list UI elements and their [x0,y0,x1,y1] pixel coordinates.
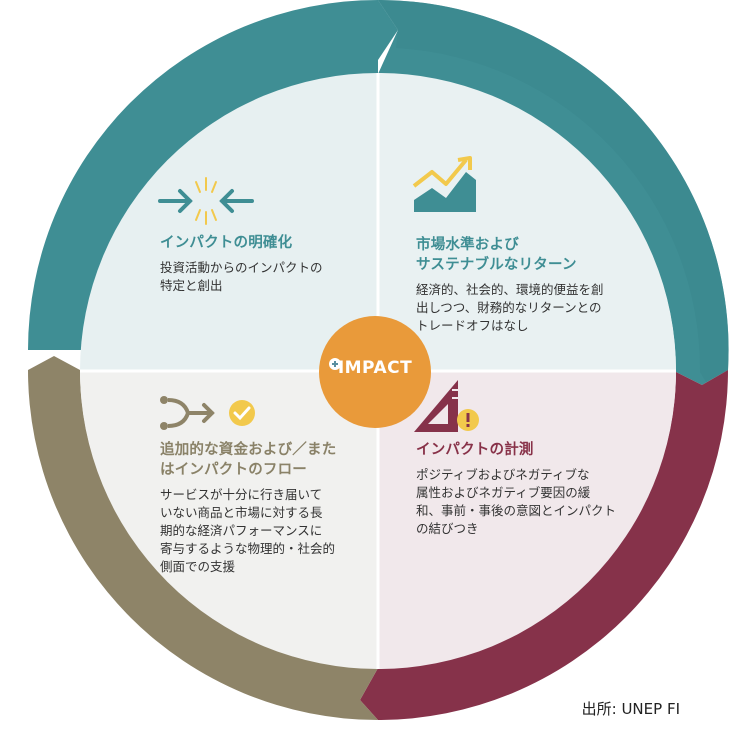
title-line: サステナブルなリターン [416,257,577,273]
center-label: IMPACT [337,358,413,378]
desc-line: ポジティブおよびネガティブな [416,467,590,482]
quadrant-description: 経済的、社会的、環境的便益を創 出しつつ、財務的なリターンとの トレードオフはな… [416,281,636,335]
quadrant-description: 投資活動からのインパクトの 特定と創出 [160,259,360,295]
ring-segment-bottom-right [360,370,728,720]
desc-line: 寄与するような物理的・社会的 [160,541,336,556]
desc-line: 出しつつ、財務的なリターンとの [416,300,602,315]
ring-segment-top-left [28,0,398,375]
converging-arrows-icon [158,177,254,225]
title-line: はインパクトのフロー [160,462,307,478]
quadrant-title: インパクトの計測 [416,442,534,458]
ring-segment-top-right-shade [378,0,729,382]
desc-line: の結びつき [416,521,479,536]
source-credit: 出所: UNEP FI [581,700,680,718]
quadrant-title: 追加的な資金および／また はインパクトのフロー [160,440,365,480]
quadrant-bg-bottom-left [80,371,378,669]
quadrant-bottom-left: 追加的な資金および／また はインパクトのフロー サービスが十分に行き届いて いな… [160,440,365,576]
ruler-triangle-warning-icon [414,380,479,432]
title-line: 市場水準および [416,237,519,253]
quadrant-description: サービスが十分に行き届いて いない商品と市場に対する長 期的な経済パフォーマンス… [160,486,365,576]
quadrant-title: インパクトの明確化 [160,235,293,251]
quadrant-top-left: インパクトの明確化 投資活動からのインパクトの 特定と創出 [160,233,360,295]
desc-line: サービスが十分に行き届いて [160,487,323,502]
desc-line: 属性およびネガティブ要因の緩 [416,485,591,500]
quadrant-bottom-right: インパクトの計測 ポジティブおよびネガティブな 属性およびネガティブ要因の緩 和… [416,440,631,538]
desc-line: 和、事前・事後の意図とインパクト [416,503,617,518]
quadrant-bg-top-right [378,73,676,371]
center-circle [319,316,431,428]
desc-line: 期的な経済パフォーマンスに [160,523,323,538]
quadrant-bg-top-left [80,73,378,371]
desc-line: いない商品と市場に対する長 [160,505,323,520]
quadrant-bg-bottom-right [378,371,676,669]
quadrant-title: 市場水準および サステナブルなリターン [416,235,636,275]
plus-icon [329,358,341,370]
desc-line: 側面での支援 [160,559,236,574]
desc-line: 経済的、社会的、環境的便益を創 [416,282,604,297]
title-line: 追加的な資金および／また [160,442,337,458]
ring-segment-bottom-left [28,356,378,720]
desc-line: トレードオフはなし [416,318,529,333]
desc-line: 特定と創出 [160,278,223,293]
merge-check-icon [160,396,255,430]
quadrant-top-right: 市場水準および サステナブルなリターン 経済的、社会的、環境的便益を創 出しつつ… [416,235,636,335]
quadrant-description: ポジティブおよびネガティブな 属性およびネガティブ要因の緩 和、事前・事後の意図… [416,466,631,538]
rising-chart-icon [412,156,476,212]
desc-line: 投資活動からのインパクトの [160,260,323,275]
